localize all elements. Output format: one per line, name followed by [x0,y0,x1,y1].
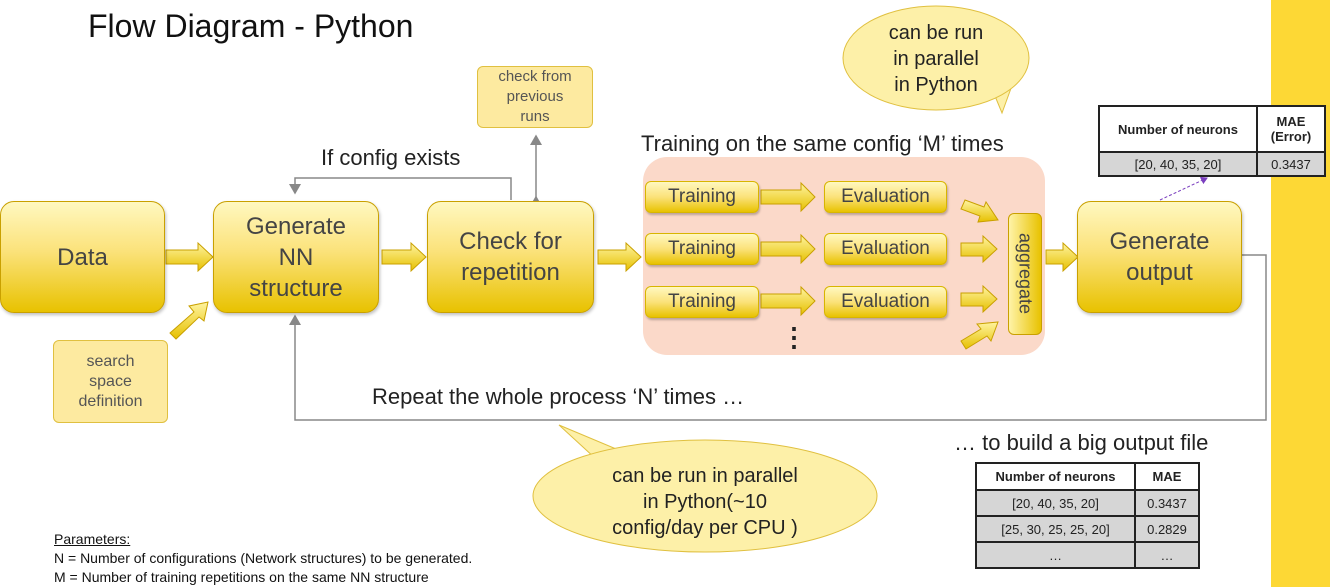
evaluation-box[interactable]: Evaluation [824,181,947,213]
table-cell: 0.2829 [1134,515,1200,543]
page-title: Flow Diagram - Python [88,8,414,44]
table-cell: [20, 40, 35, 20] [1098,151,1258,177]
label-repeat: Repeat the whole process ‘N’ times … [372,384,745,409]
table-row: … … [975,541,1200,569]
table-cell: [20, 40, 35, 20] [975,489,1136,517]
node-check-label: Check for repetition [459,228,562,286]
parameter-m: M = Number of training repetitions on th… [54,569,429,585]
callout-bottom: can be run in parallel in Python(~10 con… [560,463,850,541]
table-cell: … [975,541,1136,569]
table-cell: … [1134,541,1200,569]
evaluation-box[interactable]: Evaluation [824,286,947,318]
arrow-data-generate [165,241,214,273]
results-table-bottom: Number of neurons MAE [20, 40, 35, 20] 0… [975,462,1200,569]
node-generate-nn[interactable]: Generate NN structure [213,201,379,313]
label-if-config-exists: If config exists [321,145,461,170]
node-generate-output[interactable]: Generate output [1077,201,1242,313]
label-training-header: Training on the same config ‘M’ times [641,131,1004,156]
table-cell: [25, 30, 25, 25, 20] [975,515,1136,543]
callout-top-line: can be run [888,22,984,44]
table-header: Number of neurons [975,462,1136,491]
callout-top-line: in parallel [893,48,979,70]
node-check-repetition[interactable]: Check for repetition [427,201,594,313]
table-row: [25, 30, 25, 25, 20] 0.2829 [975,515,1200,543]
table-cell: 0.3437 [1256,151,1326,177]
node-data[interactable]: Data [0,201,165,313]
callout-bottom-line: in Python(~10 [643,491,767,513]
training-box[interactable]: Training [645,233,759,265]
callout-bottom-line: can be run in parallel [612,465,798,487]
more-rows-ellipsis: ⋮ [781,322,807,352]
callout-top-line: in Python [894,74,978,96]
arrow-generate-check [381,241,427,273]
parameters-legend: Parameters: N = Number of configurations… [54,530,472,587]
node-output-label: Generate output [1109,228,1210,286]
evaluation-box[interactable]: Evaluation [824,233,947,265]
node-data-label: Data [57,243,108,271]
note-check-previous-runs[interactable]: check from previous runs [477,66,593,128]
table-row: [20, 40, 35, 20] 0.3437 [1098,151,1326,177]
note-search-space[interactable]: search space definition [53,340,168,423]
table-header: Number of neurons [1098,105,1258,153]
parameters-heading: Parameters: [54,531,131,547]
training-box[interactable]: Training [645,181,759,213]
aggregate-box[interactable]: aggregate [1008,213,1042,335]
arrow-aggregate-output [1045,241,1079,273]
arrow-check-training [597,241,642,273]
yellow-sidebar [1271,0,1330,587]
node-generate-label: Generate NN structure [245,212,347,302]
arrow-search-generate [169,301,209,340]
table-header: MAE [1134,462,1200,491]
results-table-top: Number of neurons MAE (Error) [20, 40, 3… [1098,105,1326,177]
parameter-n: N = Number of configurations (Network st… [54,550,473,566]
aggregate-label: aggregate [1015,233,1036,315]
label-build-output: … to build a big output file [954,430,1209,455]
table-row: [20, 40, 35, 20] 0.3437 [975,489,1200,517]
table-cell: 0.3437 [1134,489,1200,517]
training-box[interactable]: Training [645,286,759,318]
callout-bottom-line: config/day per CPU ) [612,517,798,539]
callout-top: can be run in parallel in Python [856,20,1016,98]
table-header: MAE (Error) [1256,105,1326,153]
